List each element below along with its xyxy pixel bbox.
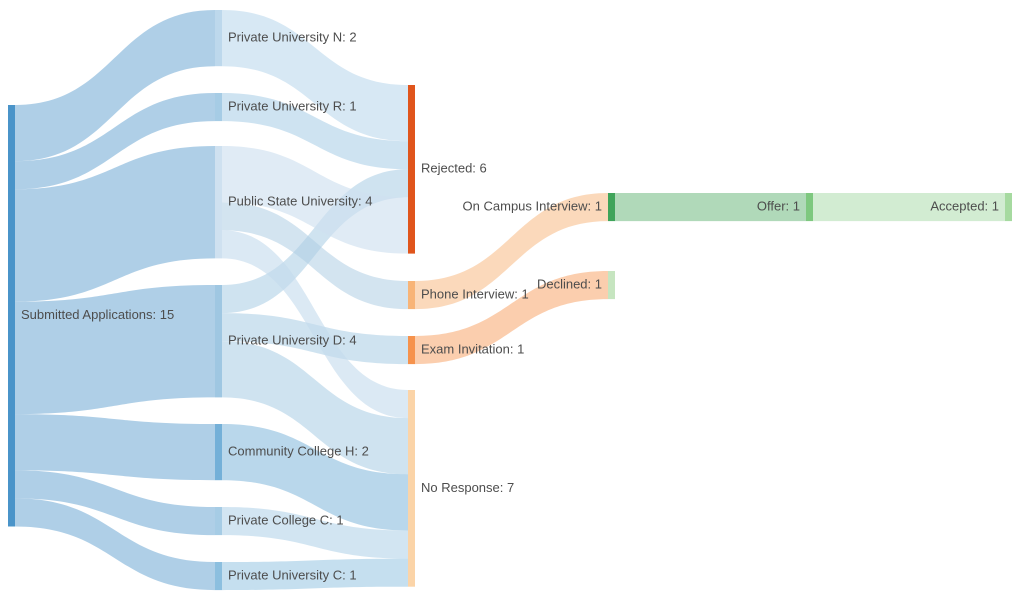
sankey-label-rejected: Rejected: 6: [421, 161, 487, 176]
sankey-node-pu_n[interactable]: [215, 10, 222, 67]
sankey-link-pu_n-rejected[interactable]: [222, 10, 408, 142]
sankey-link-oncampus-offer[interactable]: [615, 193, 806, 222]
sankey-link-psu-phone[interactable]: [222, 202, 408, 310]
sankey-node-psu[interactable]: [215, 146, 222, 259]
sankey-node-declined[interactable]: [608, 271, 615, 300]
sankey-link-pc_c-noresp[interactable]: [222, 507, 408, 559]
sankey-label-noresp: No Response: 7: [421, 480, 514, 495]
sankey-link-submitted-pu_d[interactable]: [15, 285, 215, 415]
sankey-link-exam-declined[interactable]: [415, 271, 608, 365]
sankey-link-submitted-cc_h[interactable]: [15, 414, 215, 481]
sankey-link-pu_r-rejected[interactable]: [222, 93, 408, 170]
sankey-node-accepted[interactable]: [1005, 193, 1012, 222]
sankey-link-psu-rejected[interactable]: [222, 146, 408, 254]
sankey-link-psu-noresp[interactable]: [222, 230, 408, 419]
sankey-link-pu_d-noresp[interactable]: [222, 341, 408, 475]
sankey-link-submitted-pc_c[interactable]: [15, 470, 215, 536]
sankey-link-submitted-psu[interactable]: [15, 146, 215, 302]
sankey-node-pc_c[interactable]: [215, 507, 222, 536]
sankey-node-offer[interactable]: [806, 193, 813, 222]
sankey-node-cc_h[interactable]: [215, 424, 222, 481]
sankey-node-pu_c[interactable]: [215, 562, 222, 591]
sankey-node-exam[interactable]: [408, 336, 415, 365]
sankey-link-phone-oncampus[interactable]: [415, 193, 608, 310]
sankey-node-pu_d[interactable]: [215, 285, 222, 398]
sankey-node-submitted[interactable]: [8, 105, 15, 527]
sankey-node-pu_r[interactable]: [215, 93, 222, 122]
sankey-node-oncampus[interactable]: [608, 193, 615, 222]
sankey-link-cc_h-noresp[interactable]: [222, 424, 408, 531]
sankey-link-pu_c-noresp[interactable]: [222, 558, 408, 591]
sankey-link-submitted-pu_c[interactable]: [15, 498, 215, 591]
sankey-link-offer-accepted[interactable]: [813, 193, 1005, 222]
sankey-node-phone[interactable]: [408, 281, 415, 310]
sankey-link-pu_d-exam[interactable]: [222, 313, 408, 365]
sankey-link-submitted-pu_r[interactable]: [15, 93, 215, 190]
sankey-link-submitted-pu_n[interactable]: [15, 10, 215, 162]
sankey-node-rejected[interactable]: [408, 85, 415, 254]
sankey-node-noresp[interactable]: [408, 390, 415, 587]
